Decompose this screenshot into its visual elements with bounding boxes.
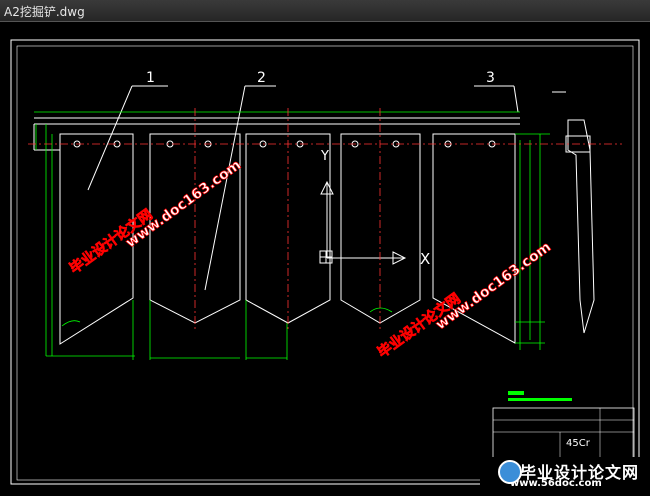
callout-2: 2: [257, 70, 266, 86]
material-label: 45Cr: [566, 438, 591, 449]
drawing-inner-frame: [16, 45, 634, 481]
callout-1: 1: [146, 70, 155, 86]
footer-watermark-url: www.56doc.com: [510, 478, 602, 489]
drawing-svg: 1 2 3 Y X 45Cr 毕业设计论文网 www.d: [10, 39, 640, 485]
callout-3: 3: [486, 70, 495, 86]
site-logo-icon: [498, 460, 522, 484]
title-block: 45Cr: [492, 391, 635, 465]
dimension-lines: [34, 111, 550, 360]
ucs-y-label: Y: [320, 149, 329, 164]
centerlines: [28, 108, 622, 330]
drawing-frame: [10, 39, 640, 485]
title-bar: A2挖掘铲.dwg: [0, 0, 650, 22]
watermark-url-right: www.doc163.com: [433, 239, 554, 333]
ucs-x-label: X: [420, 250, 430, 268]
footer-watermark-cn: 毕业设计论文网: [520, 463, 640, 482]
watermark-url-left: www.doc163.com: [123, 157, 244, 251]
drawing-canvas[interactable]: 1 2 3 Y X 45Cr 毕业设计论文网 www.d: [0, 22, 650, 492]
blade-outline: [33, 85, 595, 345]
window-title: A2挖掘铲.dwg: [4, 5, 85, 19]
footer-watermark: 毕业设计论文网 www.56doc.com: [480, 457, 650, 492]
